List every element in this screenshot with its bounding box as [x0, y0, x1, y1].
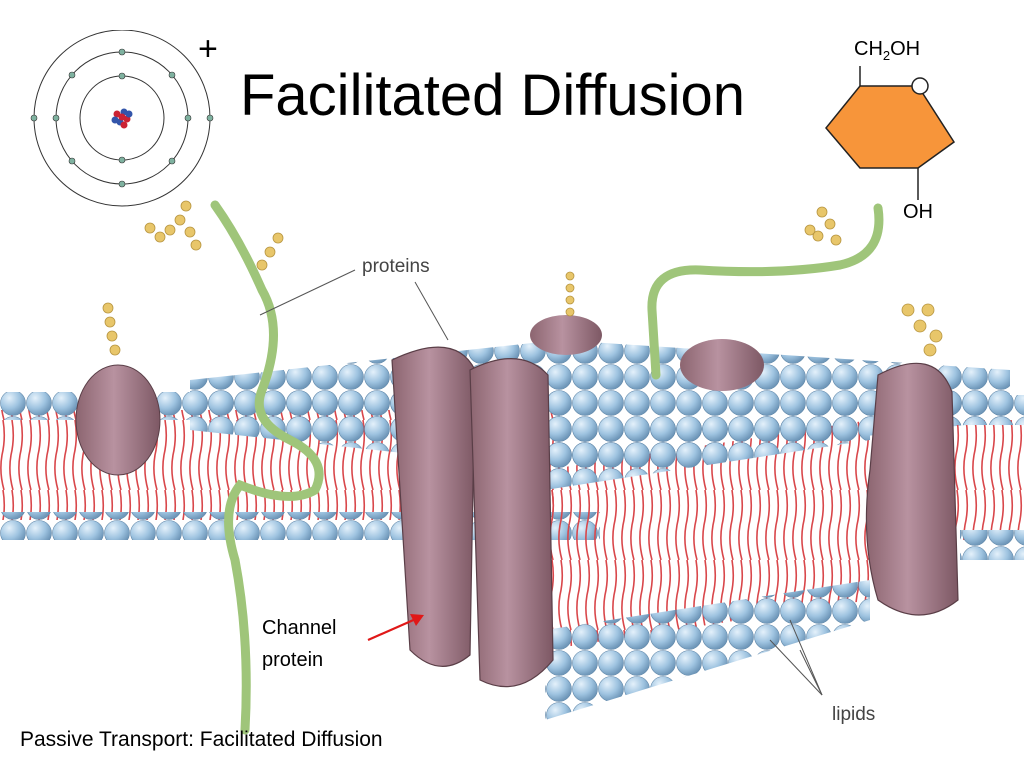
channel-protein-arrow	[367, 616, 419, 642]
atom-icon	[30, 30, 214, 207]
right-transmembrane-protein	[865, 362, 959, 616]
lipids-leader-line-c	[799, 649, 823, 696]
front-upper-heads	[545, 400, 870, 490]
glucose-oh-label: OH	[903, 201, 933, 223]
top-protein-a	[530, 315, 602, 355]
lipids-leader-line-b	[769, 639, 823, 696]
right-glycoprotein	[647, 203, 884, 380]
sugar-chains	[102, 200, 943, 357]
proteins-leader-line-a	[259, 269, 356, 316]
footer-caption: Passive Transport: Facilitated Diffusion	[20, 728, 383, 751]
channel-protein-label-line2: protein	[262, 649, 324, 671]
front-lower-heads	[545, 580, 870, 720]
glucose-molecule-icon	[825, 66, 956, 200]
slide-title: Facilitated Diffusion	[240, 63, 746, 128]
lipids-leader-line-a	[789, 619, 823, 696]
proteins-leader-line-b	[414, 281, 449, 341]
channel-protein	[391, 346, 476, 667]
atom-charge: +	[198, 30, 218, 68]
lipids-label: lipids	[832, 704, 876, 725]
right-lower-heads	[960, 530, 1024, 560]
proteins-label: proteins	[362, 256, 430, 277]
top-protein-b	[680, 339, 764, 391]
glucose-ch2oh-label: CH2OH	[854, 38, 921, 63]
left-glycoprotein	[210, 200, 324, 735]
channel-protein-label-line1: Channel	[262, 617, 337, 639]
left-peripheral-protein	[75, 364, 161, 476]
